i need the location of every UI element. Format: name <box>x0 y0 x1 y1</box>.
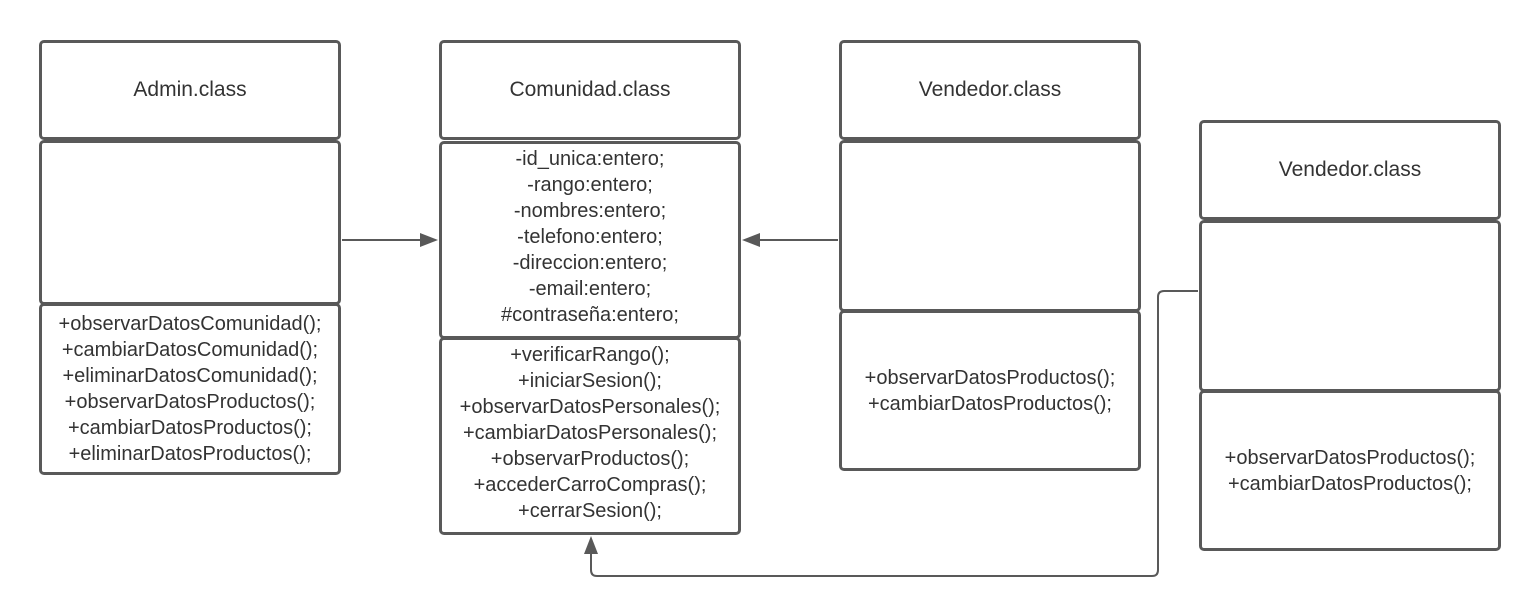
method-item: +eliminarDatosProductos(); <box>68 443 312 465</box>
method-item: +cambiarDatosProductos(); <box>868 392 1112 415</box>
vendedor-1-class-methods[interactable]: +observarDatosProductos(); +cambiarDatos… <box>839 310 1141 471</box>
admin-class-header[interactable]: Admin.class <box>39 40 341 140</box>
attribute-item: -id_unica:entero; <box>515 148 665 170</box>
method-item: +cerrarSesion(); <box>518 500 662 522</box>
method-item: +verificarRango(); <box>510 344 670 366</box>
class-title: Vendedor.class <box>1278 158 1422 181</box>
arrowhead-admin-connector <box>420 233 438 247</box>
method-item: +cambiarDatosComunidad(); <box>61 339 319 361</box>
vendedor-1-class-attributes[interactable] <box>839 140 1141 312</box>
comunidad-class-attributes[interactable]: -id_unica:entero; -rango:entero; -nombre… <box>439 141 741 339</box>
vendedor-1-class-header[interactable]: Vendedor.class <box>839 40 1141 140</box>
method-item: +observarDatosPersonales(); <box>459 396 721 418</box>
method-item: +cambiarDatosProductos(); <box>68 417 312 439</box>
class-title: Vendedor.class <box>918 78 1062 101</box>
admin-class-attributes[interactable] <box>39 140 341 305</box>
class-title: Comunidad.class <box>509 78 671 101</box>
method-item: +iniciarSesion(); <box>518 370 662 392</box>
attribute-item: -nombres:entero; <box>513 200 667 222</box>
method-item: +accederCarroCompras(); <box>473 474 707 496</box>
admin-class-methods[interactable]: +observarDatosComunidad(); +cambiarDatos… <box>39 303 341 475</box>
class-title: Admin.class <box>133 78 247 101</box>
attribute-item: -email:entero; <box>528 278 652 300</box>
attribute-item: -rango:entero; <box>527 174 653 196</box>
attribute-item: -direccion:entero; <box>512 252 668 274</box>
vendedor-2-class-methods[interactable]: +observarDatosProductos(); +cambiarDatos… <box>1199 390 1501 551</box>
attribute-item: -telefono:entero; <box>517 226 663 248</box>
method-item: +eliminarDatosComunidad(); <box>62 365 318 387</box>
arrowhead-vendedor-1-connector <box>742 233 760 247</box>
attribute-item: #contraseña:entero; <box>501 304 679 326</box>
vendedor-2-class-header[interactable]: Vendedor.class <box>1199 120 1501 220</box>
connector-vendedor-2-to-comunidad <box>590 290 1198 577</box>
method-item: +observarDatosProductos(); <box>1224 446 1476 469</box>
comunidad-class-methods[interactable]: +verificarRango(); +iniciarSesion(); +ob… <box>439 337 741 535</box>
method-item: +observarDatosProductos(); <box>864 366 1116 389</box>
method-item: +cambiarDatosPersonales(); <box>463 422 717 444</box>
method-item: +observarDatosProductos(); <box>64 391 316 413</box>
method-item: +cambiarDatosProductos(); <box>1228 472 1472 495</box>
method-item: +observarDatosComunidad(); <box>58 313 322 335</box>
method-item: +observarProductos(); <box>490 448 690 470</box>
arrowhead-vendedor-2-connector <box>584 536 598 554</box>
vendedor-2-class-attributes[interactable] <box>1199 220 1501 392</box>
comunidad-class-header[interactable]: Comunidad.class <box>439 40 741 140</box>
